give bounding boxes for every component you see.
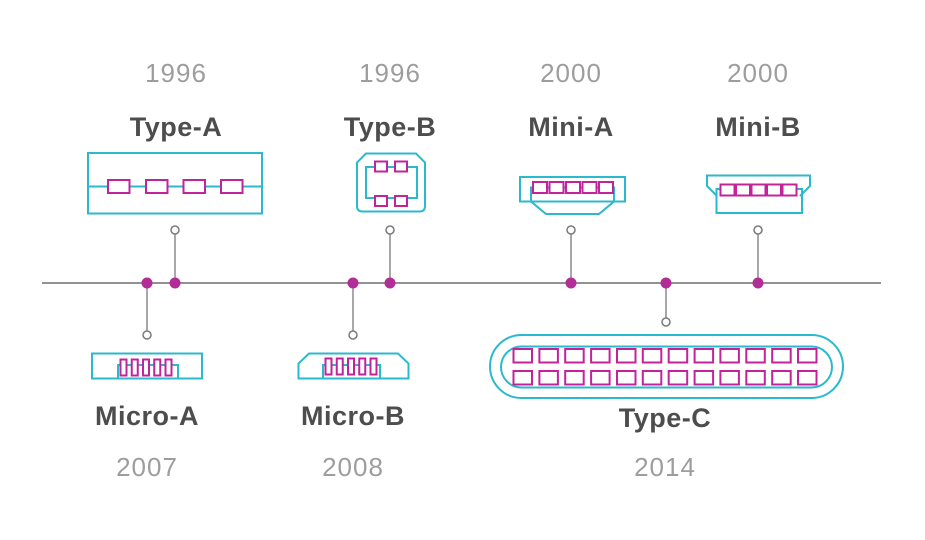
year-micro-b: 2008 — [322, 452, 384, 482]
timeline-dot-type-c — [660, 277, 672, 289]
label-mini-b: Mini-B — [715, 112, 801, 142]
timeline-dot-type-a — [169, 277, 181, 289]
timeline-dot-mini-a — [565, 277, 577, 289]
stem-mini-a — [566, 225, 576, 283]
type-c-connector-icon — [489, 334, 844, 399]
year-mini-b: 2000 — [727, 58, 789, 88]
year-type-b: 1996 — [359, 58, 421, 88]
label-mini-a: Mini-A — [528, 112, 614, 142]
label-type-b: Type-B — [343, 112, 437, 142]
stem-micro-b — [348, 283, 358, 340]
timeline-dot-mini-b — [752, 277, 764, 289]
timeline-dot-micro-a — [141, 277, 153, 289]
stem-endpoint-circle — [566, 225, 576, 235]
timeline-dot-micro-b — [347, 277, 359, 289]
stem-type-c — [661, 283, 671, 327]
stem-type-b — [385, 225, 395, 283]
year-type-c: 2014 — [634, 452, 696, 482]
timeline-dot-type-b — [384, 277, 396, 289]
label-type-c: Type-C — [618, 403, 712, 433]
label-type-a: Type-A — [129, 112, 223, 142]
type-a-connector-icon — [87, 152, 263, 215]
label-micro-b: Micro-B — [301, 401, 405, 431]
stem-mini-b — [753, 225, 763, 283]
stem-endpoint-circle — [170, 225, 180, 235]
year-type-a: 1996 — [145, 58, 207, 88]
micro-a-connector-icon — [91, 352, 203, 380]
mini-a-connector-icon — [519, 176, 626, 215]
stem-endpoint-circle — [661, 317, 671, 327]
year-mini-a: 2000 — [540, 58, 602, 88]
type-b-connector-icon — [356, 152, 426, 213]
mini-b-connector-icon — [706, 174, 811, 214]
label-micro-a: Micro-A — [95, 401, 199, 431]
stem-endpoint-circle — [753, 225, 763, 235]
year-micro-a: 2007 — [116, 452, 178, 482]
stem-type-a — [170, 225, 180, 283]
stem-endpoint-circle — [385, 225, 395, 235]
stem-micro-a — [142, 283, 152, 340]
stem-endpoint-circle — [142, 330, 152, 340]
micro-b-connector-icon — [297, 352, 410, 380]
stem-endpoint-circle — [348, 330, 358, 340]
